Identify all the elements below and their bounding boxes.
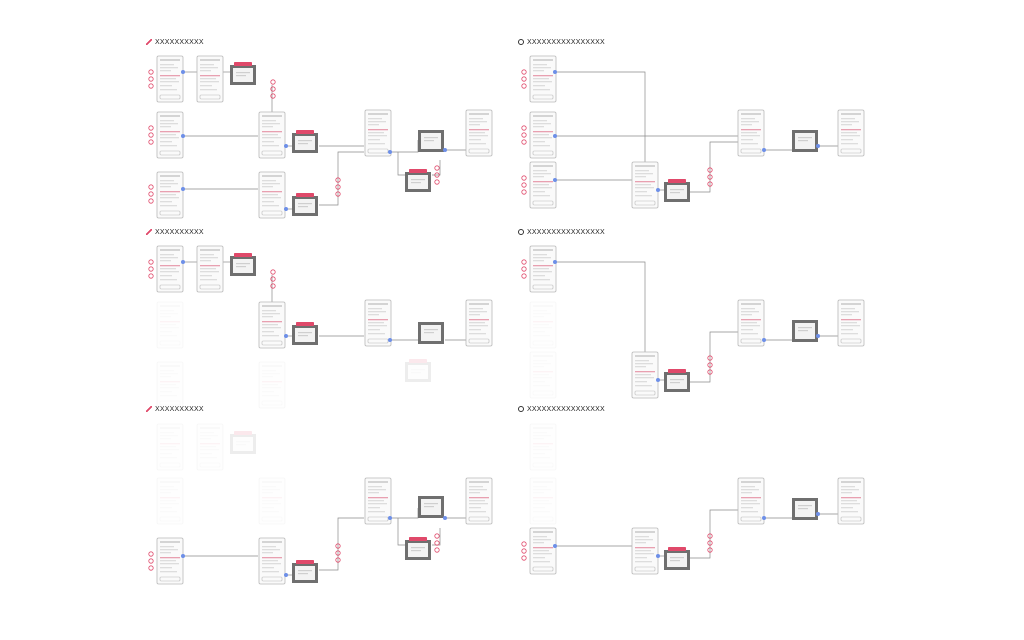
panel-5-title: XXXXXXXXXX (155, 405, 204, 413)
check-circle-icon (518, 229, 524, 235)
check-circle-icon (518, 39, 524, 45)
panel-6-header: XXXXXXXXXXXXXXXX (518, 404, 605, 414)
panel-2-title: XXXXXXXXXXXXXXXX (527, 38, 605, 46)
panel-1-title: XXXXXXXXXX (155, 38, 204, 46)
panel-3 (148, 245, 493, 409)
pencil-icon (146, 229, 152, 235)
panel-6 (521, 423, 865, 575)
panel-3-title: XXXXXXXXXX (155, 228, 204, 236)
panel-3-header: XXXXXXXXXX (146, 227, 204, 237)
panel-1 (148, 55, 493, 219)
panel-5-header: XXXXXXXXXX (146, 404, 204, 414)
panel-2-header: XXXXXXXXXXXXXXXX (518, 37, 605, 47)
check-circle-icon (518, 406, 524, 412)
panel-6-title: XXXXXXXXXXXXXXXX (527, 405, 605, 413)
panel-2 (521, 55, 865, 209)
pencil-icon (146, 39, 152, 45)
panel-4 (521, 245, 865, 399)
panel-5 (148, 423, 493, 585)
panel-4-title: XXXXXXXXXXXXXXXX (527, 228, 605, 236)
panel-4-header: XXXXXXXXXXXXXXXX (518, 227, 605, 237)
pencil-icon (146, 406, 152, 412)
panel-1-header: XXXXXXXXXX (146, 37, 204, 47)
